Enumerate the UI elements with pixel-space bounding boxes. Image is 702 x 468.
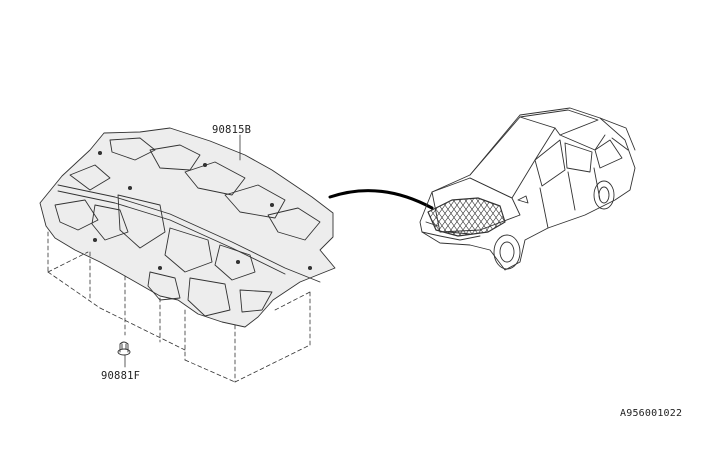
- projection-lines: [47, 231, 311, 383]
- figure-code: A956001022: [620, 408, 683, 419]
- insulator-part-number: 90815B: [212, 124, 252, 136]
- clip-fastener: [117, 341, 131, 356]
- hood-insulator-pad: [39, 127, 336, 328]
- pointer-arrow: [328, 189, 434, 210]
- clip-part-number: 90881F: [101, 370, 141, 382]
- car-illustration: [419, 107, 636, 271]
